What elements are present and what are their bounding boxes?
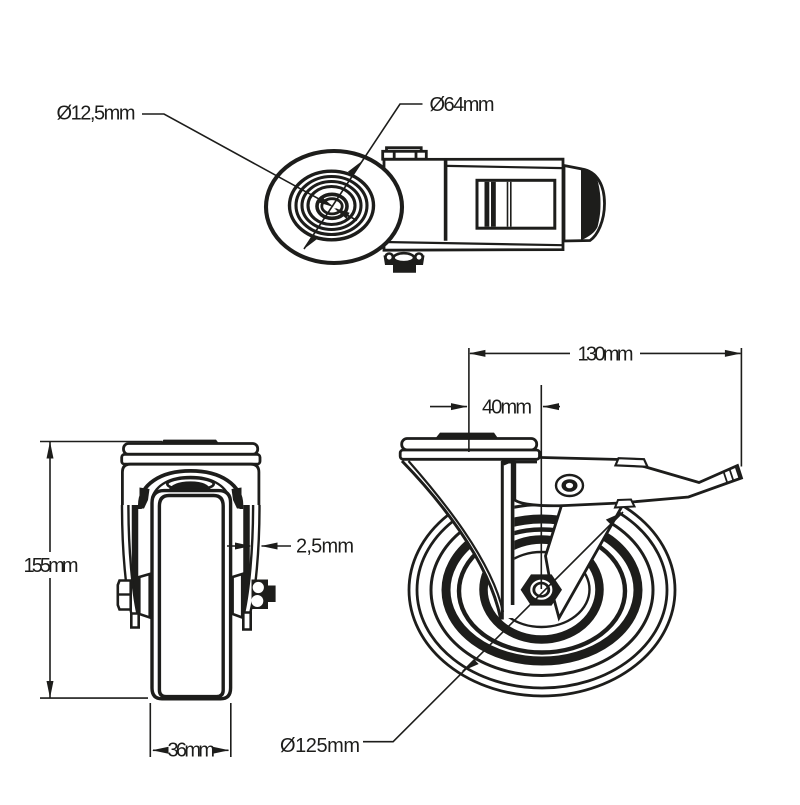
svg-text:Ø64mm: Ø64mm: [430, 94, 495, 116]
svg-text:36mm: 36mm: [168, 740, 216, 762]
svg-text:2,5mm: 2,5mm: [296, 536, 354, 558]
svg-text:Ø12,5mm: Ø12,5mm: [57, 103, 136, 125]
svg-text:155mm: 155mm: [24, 555, 79, 577]
svg-text:130mm: 130mm: [578, 344, 634, 366]
svg-text:40mm: 40mm: [482, 397, 532, 419]
svg-text:Ø125mm: Ø125mm: [280, 735, 360, 757]
